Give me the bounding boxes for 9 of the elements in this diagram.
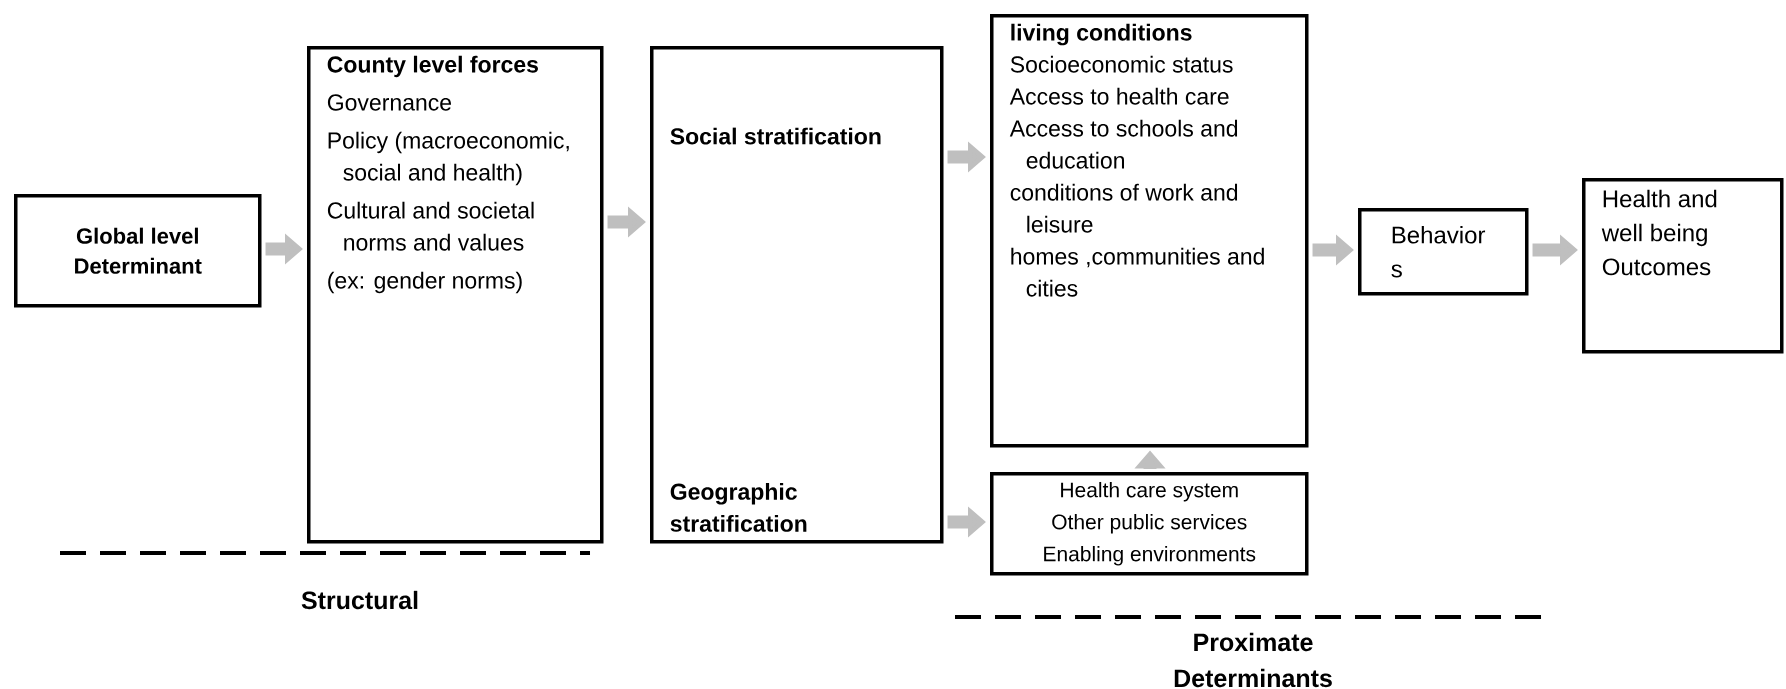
services-box: Health care system Other public services Enabling environments [990, 472, 1309, 576]
determinant-box: Global level Determinant [14, 194, 262, 308]
conditions-box: living conditions Socioeconomic status Access to health care Access to schools and education conditions of work and leisure homes ,communities and cities [990, 14, 1309, 448]
outcomes-box: Health and well being Outcomes [1582, 178, 1784, 354]
section-label: Structural [301, 590, 418, 610]
section-label: Proximate Determinants [1174, 632, 1332, 688]
forces-box: County level forces Governance Policy (macroeconomic, social and health) Cultural and societal norms and values (ex: gender norms) [307, 46, 604, 544]
stratification-box: Social stratification Geographic stratification [650, 46, 944, 544]
behaviors-box: Behavior s [1358, 208, 1529, 296]
